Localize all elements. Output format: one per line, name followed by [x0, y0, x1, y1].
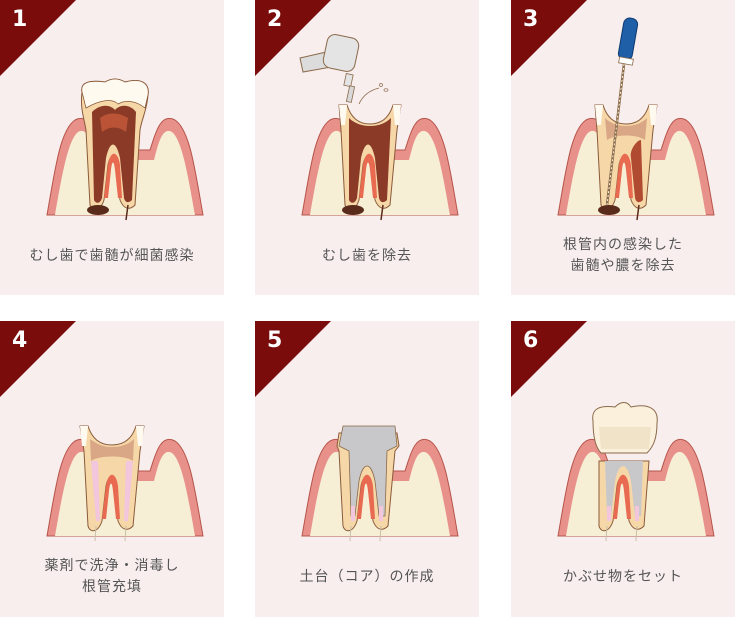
step-card-6: 6 かぶせ物をセット: [511, 321, 735, 617]
step-number: 6: [523, 328, 539, 353]
step-badge: [511, 321, 587, 397]
step-badge: [255, 321, 331, 397]
step-card-4: 4 薬剤で洗浄・消毒し 根管充填: [0, 321, 224, 617]
step-badge: [0, 321, 76, 397]
step-caption: かぶせ物をセット: [563, 569, 683, 585]
step-card-5: 5 土台（コア）の作成: [255, 321, 479, 617]
infected-tooth-illustration: [46, 78, 204, 221]
step-number: 1: [12, 7, 28, 32]
step-card-1: 1 むし歯で歯髄が細菌感染: [0, 0, 224, 295]
step-badge: [511, 0, 587, 76]
crown-placed-illustration: [557, 402, 715, 542]
step-caption: 薬剤で洗浄・消毒し 根管充填: [44, 558, 180, 595]
canal-filled-illustration: [46, 425, 204, 542]
step-number: 3: [523, 7, 539, 32]
endodontic-file-icon: [605, 17, 639, 206]
step-card-2: 2 むし歯を除去: [255, 0, 479, 295]
step-caption: むし歯で歯髄が細菌感染: [29, 248, 195, 264]
drill-removing-decay-illustration: [299, 34, 459, 221]
step-card-3: 3 根管内の感染した 歯髄や膿を除去: [511, 0, 735, 295]
step-badge: [0, 0, 76, 76]
core-built-illustration: [301, 425, 459, 542]
step-number: 2: [267, 7, 283, 32]
step-number: 5: [267, 328, 283, 353]
step-number: 4: [12, 328, 28, 353]
file-cleaning-canal-illustration: [557, 17, 715, 221]
dental-drill-icon: [299, 34, 389, 105]
step-caption: 土台（コア）の作成: [299, 569, 435, 585]
step-caption: むし歯を除去: [322, 248, 412, 264]
step-caption: 根管内の感染した 歯髄や膿を除去: [563, 237, 683, 274]
